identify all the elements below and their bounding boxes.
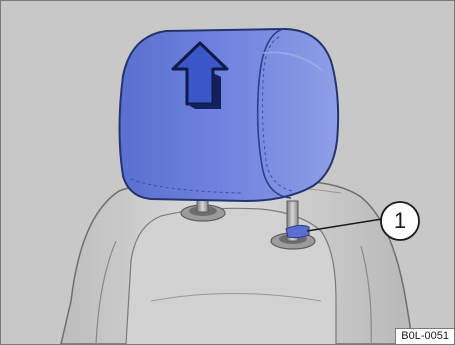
callout-number-1: 1: [380, 201, 420, 241]
release-button: [286, 225, 309, 237]
figure-code: B0L-0051: [395, 328, 454, 344]
seat-backrest: [61, 181, 413, 344]
headrest: [120, 29, 339, 201]
